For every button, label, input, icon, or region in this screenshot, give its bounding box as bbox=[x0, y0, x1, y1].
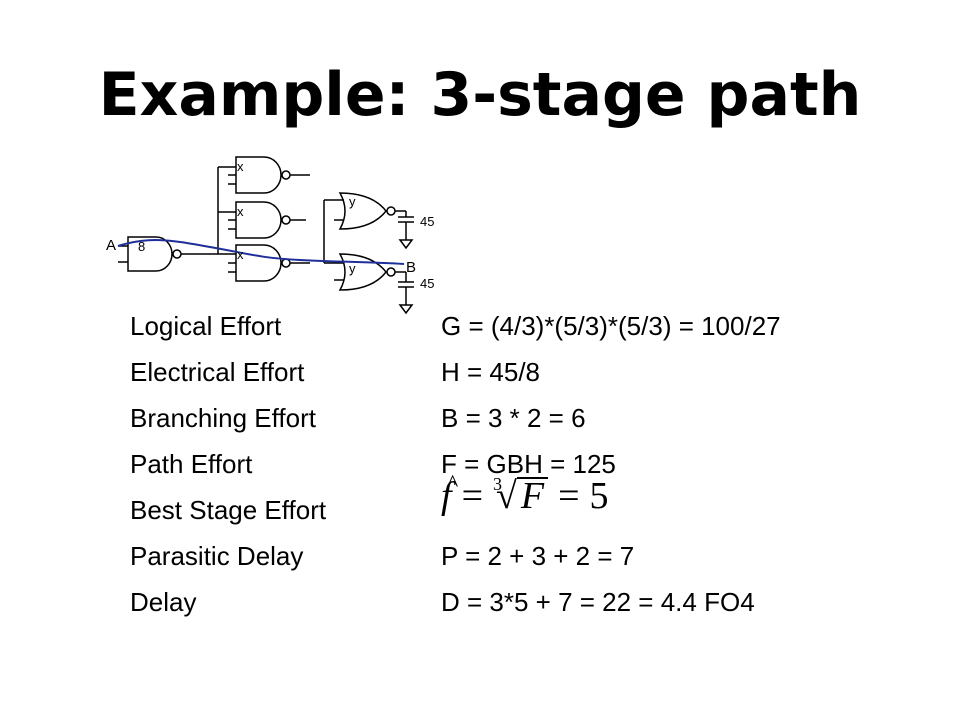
row-best-stage-effort: Best Stage Effort ^f=3√F=5 bbox=[130, 471, 890, 536]
row-value: F = GBH = 125 bbox=[441, 449, 616, 479]
row-value: P = 2 + 3 + 2 = 7 bbox=[441, 541, 635, 571]
row-label: Logical Effort bbox=[130, 311, 282, 341]
hat-symbol: ^ bbox=[447, 471, 459, 497]
stage3-gate-label-bottom: y bbox=[349, 261, 356, 276]
formula-lhs: f bbox=[441, 475, 452, 517]
input-label-a: A bbox=[106, 237, 116, 254]
stage2-gate-label-bottom: x bbox=[237, 247, 244, 262]
row-parasitic-delay: Parasitic Delay P = 2 + 3 + 2 = 7 bbox=[130, 536, 890, 582]
row-branching-effort: Branching Effort B = 3 * 2 = 6 bbox=[130, 398, 890, 444]
slide-title: Example: 3-stage path bbox=[98, 60, 862, 130]
row-value: D = 3*5 + 7 = 22 = 4.4 FO4 bbox=[441, 587, 755, 617]
row-path-effort: Path Effort F = GBH = 125 bbox=[130, 444, 890, 490]
row-label: Delay bbox=[130, 587, 197, 617]
stage2-nand-gate-top bbox=[235, 156, 282, 194]
stage2-nand-gate-bottom bbox=[235, 244, 282, 282]
output-label-b: B bbox=[406, 259, 416, 276]
stage1-nand-gate bbox=[127, 236, 173, 272]
formula-result: 5 bbox=[589, 475, 609, 517]
root-index: 3 bbox=[493, 474, 502, 494]
load-label-top: 45 bbox=[420, 214, 434, 229]
row-label: Parasitic Delay bbox=[130, 541, 304, 571]
radicand: F bbox=[516, 477, 549, 515]
critical-path-line bbox=[117, 239, 405, 265]
row-electrical-effort: Electrical Effort H = 45/8 bbox=[130, 352, 890, 398]
stage2-gate-label-top: x bbox=[237, 159, 244, 174]
formula-equals: = bbox=[461, 475, 483, 517]
circuit-diagram: A 8 x x x y y B 45 45 bbox=[106, 156, 434, 315]
row-logical-effort: Logical Effort G = (4/3)*(5/3)*(5/3) = 1… bbox=[130, 306, 890, 352]
stage1-inversion-bubble bbox=[172, 249, 182, 259]
cube-root: √F bbox=[496, 476, 549, 516]
row-label: Electrical Effort bbox=[130, 357, 305, 387]
row-delay: Delay D = 3*5 + 7 = 22 = 4.4 FO4 bbox=[130, 582, 890, 628]
row-label: Path Effort bbox=[130, 449, 253, 479]
row-value: B = 3 * 2 = 6 bbox=[441, 403, 586, 433]
formula-f-hat: ^f bbox=[441, 471, 458, 517]
row-label: Branching Effort bbox=[130, 403, 316, 433]
formula-equals: = bbox=[558, 475, 580, 517]
row-value: H = 45/8 bbox=[441, 357, 541, 387]
row-label: Best Stage Effort bbox=[130, 495, 327, 525]
stage3-gate-label-top: y bbox=[349, 194, 356, 209]
row-value: G = (4/3)*(5/3)*(5/3) = 100/27 bbox=[441, 311, 781, 341]
stage3-nor-gate-bottom bbox=[338, 253, 387, 291]
stage2-nand-gate-middle bbox=[235, 201, 282, 239]
input-size-label: 8 bbox=[138, 239, 145, 254]
stage3-nor-gate-top bbox=[338, 192, 387, 230]
load-label-bottom: 45 bbox=[420, 276, 434, 291]
stage2-gate-label-middle: x bbox=[237, 204, 244, 219]
stage-effort-equation: ^f=3√F=5 bbox=[441, 471, 609, 530]
